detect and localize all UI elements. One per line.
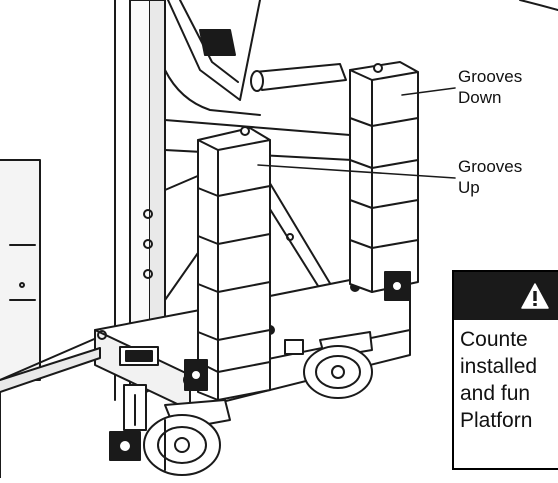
callout-grooves-up-line2: Up (458, 178, 480, 197)
warning-box: Counte installed and fun Platforn (452, 270, 558, 470)
callout-grooves-down-line1: Grooves (458, 67, 523, 86)
leader-line-grooves-up (257, 164, 456, 179)
ramp (0, 347, 101, 479)
warning-text: Counte installed and fun Platforn (454, 320, 558, 434)
warning-line-4: Platforn (460, 409, 533, 432)
callout-grooves-down-line2: Down (458, 88, 502, 107)
warning-line-1: Counte (460, 328, 528, 351)
callout-grooves-up-line1: Grooves (458, 157, 523, 176)
callout-grooves-down: Grooves Down (458, 66, 522, 108)
warning-header (454, 272, 558, 320)
counterweight-stack-front (184, 126, 271, 401)
leveling-jack (109, 384, 147, 461)
warning-triangle-icon (521, 283, 549, 309)
counterweight-stack-rear (349, 61, 419, 301)
left-frame (0, 0, 131, 401)
callout-grooves-up: Grooves Up (458, 156, 522, 198)
warning-line-2: installed (460, 355, 538, 378)
leader-line-grooves-down (401, 87, 456, 96)
front-caster (143, 399, 231, 476)
top-bracket (164, 0, 347, 116)
warning-line-3: and fun (460, 382, 531, 405)
rear-caster (303, 331, 373, 399)
